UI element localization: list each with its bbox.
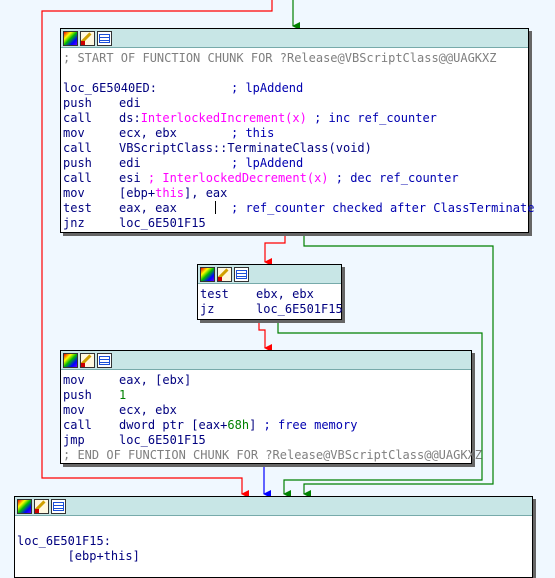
operand: dword ptr [eax+: [119, 418, 228, 432]
stack-var[interactable]: this: [155, 186, 185, 200]
mnemonic: call: [63, 171, 92, 185]
asm-line[interactable]: jz loc_6E501F15: [200, 302, 343, 317]
code-label[interactable]: loc_6E501F15:: [17, 534, 111, 548]
mnemonic: push: [63, 156, 92, 170]
code-block-free-memory[interactable]: mov eax, [ebx] push 1 mov ecx, ebx call dwor…: [60, 350, 483, 464]
mnemonic: test: [63, 201, 92, 215]
code-block-test-ebx[interactable]: test ebx, ebx jz loc_6E501F15: [197, 264, 343, 320]
operand: ], eax: [184, 186, 228, 200]
chunk-start-comment: ; START OF FUNCTION CHUNK FOR ?Release@V…: [63, 51, 497, 65]
mnemonic: push: [63, 388, 92, 402]
operand: ]: [249, 418, 257, 432]
code-label: loc_6E5040ED:: [63, 81, 157, 95]
asm-line[interactable]: test eax, eax ; ref_counter checked after …: [63, 201, 534, 216]
edge-node1-node2: [264, 233, 286, 266]
asm-comment: ; free memory: [256, 418, 358, 432]
code-block-loc-6e501f15[interactable]: loc_6E501F15: [ebp+this]: [14, 496, 533, 578]
rename-icon[interactable]: [80, 352, 95, 368]
immediate-value: 1: [119, 388, 127, 402]
color-palette-icon[interactable]: [63, 352, 78, 368]
asm-comment: ; lpAddend: [231, 156, 304, 170]
asm-line[interactable]: loc_6E5040ED: ; lpAddend: [63, 81, 528, 96]
rename-icon[interactable]: [34, 498, 49, 514]
asm-line[interactable]: call esi ; InterlockedDecrement(x) ; dec …: [63, 171, 528, 186]
asm-line[interactable]: test ebx, ebx: [200, 287, 341, 302]
asm-line[interactable]: call VBScriptClass::TerminateClass(void): [63, 141, 528, 156]
jump-target[interactable]: loc_6E501F15: [119, 216, 206, 230]
block-toolbar: [61, 351, 471, 370]
asm-line[interactable]: mov eax, [ebx]: [63, 373, 471, 388]
block-toolbar: [198, 265, 341, 284]
asm-comment: ; lpAddend: [231, 81, 304, 95]
operand: edi: [119, 156, 141, 170]
mnemonic: call: [63, 418, 92, 432]
graph-overview-icon[interactable]: [97, 30, 112, 46]
block-toolbar: [15, 497, 532, 516]
color-palette-icon[interactable]: [17, 498, 32, 514]
mnemonic: mov: [63, 373, 85, 387]
operand: [ebp+: [119, 186, 156, 200]
text-cursor: [215, 201, 216, 214]
asm-line[interactable]: push edi ; lpAddend: [63, 156, 528, 171]
asm-line[interactable]: jnz loc_6E501F15: [63, 216, 528, 231]
jump-target[interactable]: loc_6E501F15: [119, 433, 206, 447]
mnemonic: jz: [200, 302, 215, 316]
operand: eax, eax: [119, 201, 177, 215]
mnemonic: mov: [63, 403, 85, 417]
operand: ecx, ebx: [119, 126, 177, 140]
asm-line[interactable]: call ds:InterlockedIncrement(x) ; inc ref…: [63, 111, 528, 126]
asm-line-partial[interactable]: [ebp+this]: [17, 549, 140, 563]
rename-icon[interactable]: [217, 266, 232, 282]
import-function[interactable]: InterlockedIncrement(x): [140, 111, 307, 125]
mnemonic: test: [200, 287, 229, 301]
block-toolbar: [61, 29, 528, 48]
code-block-chunk-start[interactable]: ; START OF FUNCTION CHUNK FOR ?Release@V…: [60, 28, 534, 233]
asm-line[interactable]: mov ecx, ebx: [63, 403, 471, 418]
asm-comment: ; this: [231, 126, 275, 140]
blank-line: [63, 66, 528, 81]
operand: edi: [119, 96, 141, 110]
asm-comment: ; ref_counter checked after ClassTermina…: [231, 201, 535, 215]
mnemonic: mov: [63, 126, 85, 140]
asm-line[interactable]: call dword ptr [eax+68h] ; free memory: [63, 418, 471, 433]
graph-overview-icon[interactable]: [234, 266, 249, 282]
blank-line: [17, 519, 532, 534]
mnemonic: push: [63, 96, 92, 110]
asm-comment: ; dec ref_counter: [328, 171, 459, 185]
color-palette-icon[interactable]: [200, 266, 215, 282]
asm-line[interactable]: mov ecx, ebx ; this: [63, 126, 528, 141]
mnemonic: call: [63, 111, 92, 125]
graph-overview-icon[interactable]: [51, 498, 66, 514]
immediate-value: 68h: [227, 418, 250, 432]
asm-line[interactable]: push 1: [63, 388, 471, 403]
operand: ecx, ebx: [119, 403, 177, 417]
mnemonic: jmp: [63, 433, 85, 447]
color-palette-icon[interactable]: [63, 30, 78, 46]
asm-comment: ; inc ref_counter: [306, 111, 437, 125]
asm-line[interactable]: mov [ebp+this], eax: [63, 186, 528, 201]
jump-target[interactable]: loc_6E501F15: [256, 302, 343, 316]
mnemonic: mov: [63, 186, 85, 200]
mnemonic: jnz: [63, 216, 85, 230]
asm-line[interactable]: jmp loc_6E501F15: [63, 433, 471, 448]
edge-node2-node3: [258, 319, 272, 352]
operand: esi: [119, 171, 148, 185]
operand[interactable]: VBScriptClass::TerminateClass(void): [119, 141, 372, 155]
operand: ebx, ebx: [256, 287, 314, 301]
rename-icon[interactable]: [80, 30, 95, 46]
chunk-end-comment: ; END OF FUNCTION CHUNK FOR ?Release@VBS…: [63, 448, 483, 462]
import-comment: ; InterlockedDecrement(x): [147, 171, 329, 185]
graph-overview-icon[interactable]: [97, 352, 112, 368]
operand: eax, [ebx]: [119, 373, 192, 387]
operand: ds:: [119, 111, 141, 125]
asm-line[interactable]: push edi: [63, 96, 528, 111]
mnemonic: call: [63, 141, 92, 155]
